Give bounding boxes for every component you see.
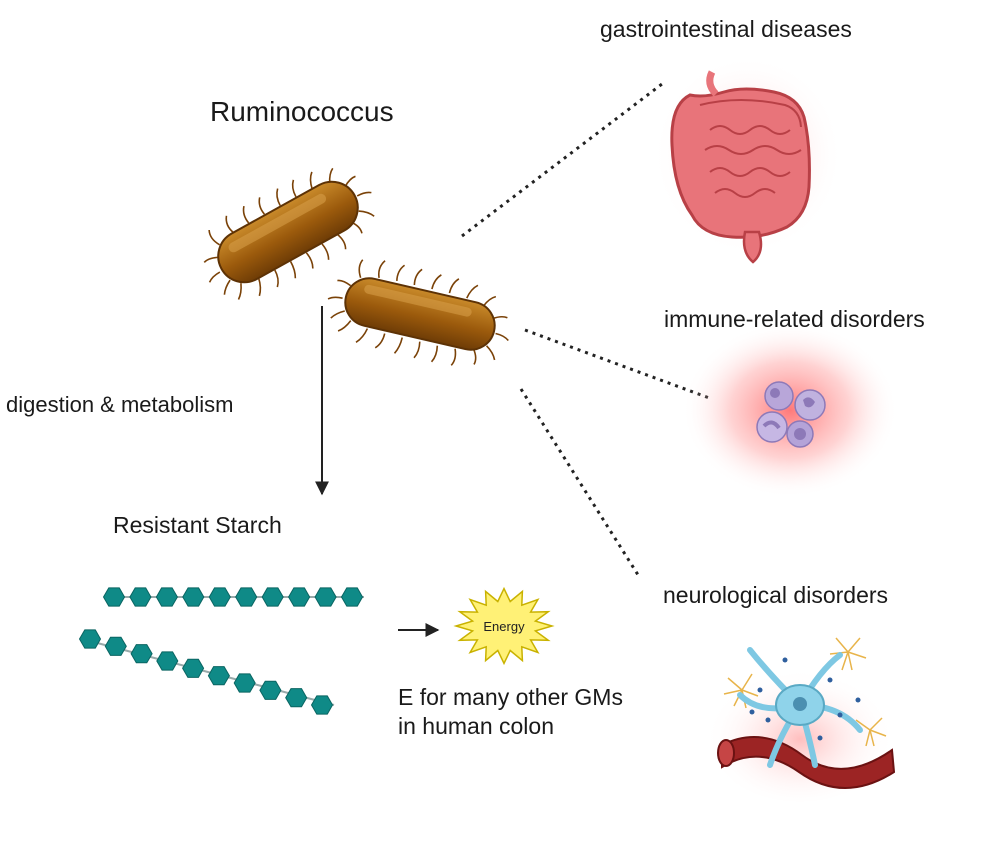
starch-unit [182, 658, 205, 678]
bacterium-icon [203, 167, 375, 300]
starch-unit [130, 644, 153, 664]
immune-cells-icon [682, 322, 898, 498]
substrate-label: Resistant Starch [113, 512, 282, 538]
condition-label-gi: gastrointestinal diseases [600, 16, 852, 42]
starch-unit [285, 688, 308, 708]
diagram-title: Ruminococcus [210, 96, 394, 127]
starch-chain-icon [102, 587, 364, 607]
energy-description-line2: in human colon [398, 713, 554, 739]
energy-burst-icon: Energy [453, 586, 555, 666]
starch-unit [235, 587, 258, 607]
starch-chain-icon [78, 629, 335, 715]
energy-description: E for many other GMs in human colon [398, 683, 623, 741]
process-label: digestion & metabolism [6, 392, 234, 417]
connector-immune [524, 328, 713, 401]
intestine-icon [653, 55, 843, 264]
starch-unit [310, 695, 334, 715]
starch-unit [207, 666, 230, 686]
starch-unit [233, 673, 256, 693]
condition-label-immune: immune-related disorders [664, 306, 925, 332]
connector-gi [461, 82, 663, 238]
starch-unit [104, 636, 127, 656]
starch-unit [182, 587, 205, 607]
energy-description-line1: E for many other GMs [398, 684, 623, 710]
connector-neuro [519, 388, 642, 579]
starch-unit [340, 587, 364, 607]
starch-unit [261, 587, 284, 607]
starch-unit [102, 587, 126, 607]
bacterium-icon [327, 259, 509, 366]
starch-unit [288, 587, 311, 607]
starch-unit [259, 680, 282, 700]
starch-unit [156, 651, 179, 671]
condition-label-neuro: neurological disorders [663, 582, 889, 608]
energy-badge-text: Energy [483, 619, 525, 634]
starch-unit [155, 587, 178, 607]
neuron-icon [705, 637, 896, 802]
starch-unit [129, 587, 152, 607]
starch-unit [208, 587, 231, 607]
starch-unit [314, 587, 337, 607]
starch-unit [78, 629, 102, 649]
